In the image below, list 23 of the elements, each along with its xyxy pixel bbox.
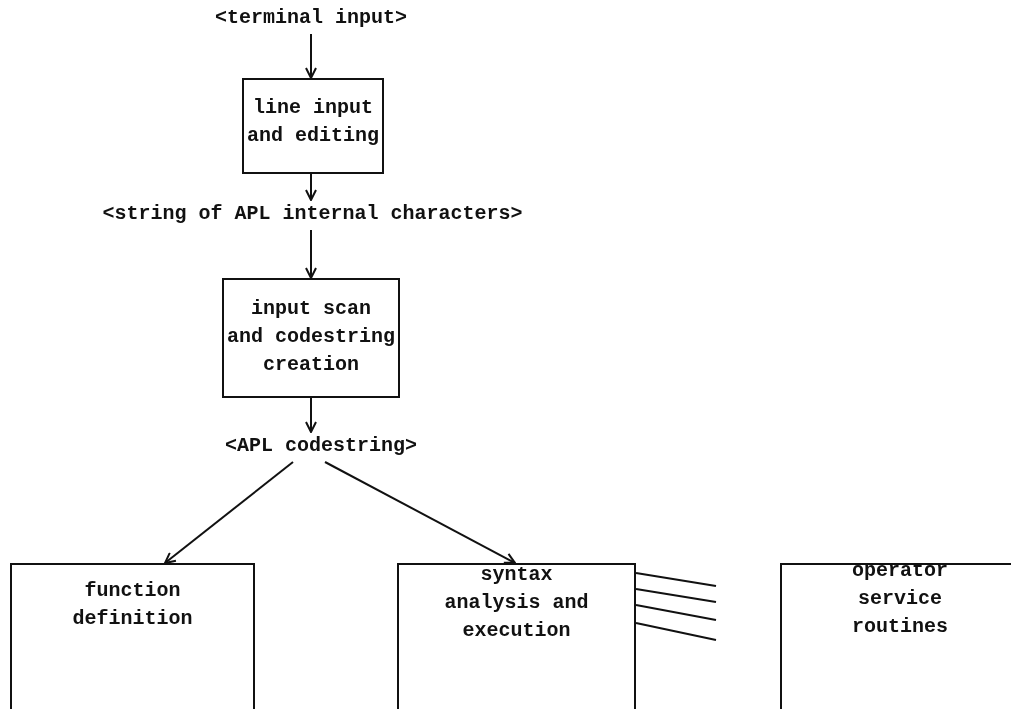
- process-box: [222, 278, 400, 398]
- arrow: [164, 461, 294, 564]
- arrow: [305, 229, 317, 279]
- data-label: <APL codestring>: [225, 433, 418, 459]
- free-line: [635, 622, 717, 641]
- free-line: [635, 572, 717, 587]
- arrow: [305, 33, 317, 79]
- box-label: input scan and codestring creation: [226, 296, 396, 378]
- free-line: [635, 604, 717, 621]
- box-label: operator service routines: [852, 558, 948, 640]
- process-box: [780, 563, 1011, 709]
- arrow: [305, 173, 317, 201]
- free-line: [635, 588, 717, 603]
- terminal-label: <terminal input>: [215, 5, 408, 31]
- box-label: line input and editing: [246, 95, 379, 149]
- process-box: [10, 563, 255, 709]
- process-box: [397, 563, 636, 709]
- box-label: syntax analysis and execution: [444, 562, 589, 644]
- process-box: [242, 78, 384, 174]
- data-label: <string of APL internal characters>: [102, 201, 523, 227]
- arrow: [324, 461, 516, 564]
- box-label: function definition: [72, 578, 193, 632]
- arrow: [305, 397, 317, 433]
